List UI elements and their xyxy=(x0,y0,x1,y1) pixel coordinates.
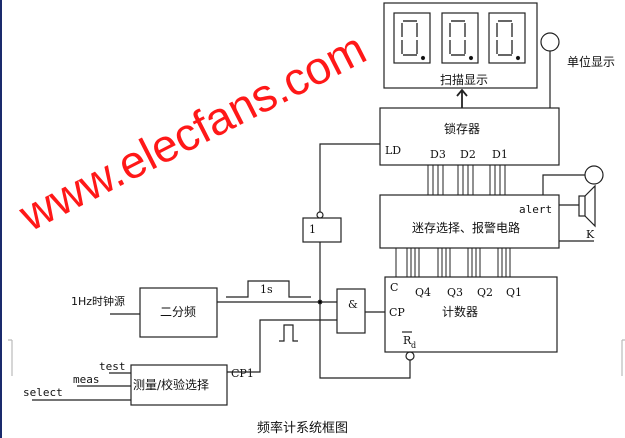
seven-segment-digit xyxy=(393,12,431,64)
d2-pin: D2 xyxy=(460,148,476,161)
k-label: K xyxy=(586,228,595,241)
inverter-block xyxy=(302,217,342,243)
cp1-label: CP1 xyxy=(231,367,254,380)
seven-segment-digit xyxy=(441,12,479,64)
q1-pin: Q1 xyxy=(506,286,522,299)
q4-pin: Q4 xyxy=(415,286,431,299)
cp-pin: CP xyxy=(389,306,405,319)
inverter-label: 1 xyxy=(309,223,316,236)
diagram-caption: 频率计系统框图 xyxy=(257,420,348,436)
alert-block: alert 迷存选择、报警电路 xyxy=(379,194,560,249)
select-label: select xyxy=(23,386,63,399)
q2-pin: Q2 xyxy=(477,286,493,299)
latch-block: 锁存器 LD D3 D2 D1 xyxy=(379,107,560,166)
alert-label: 迷存选择、报警电路 xyxy=(412,220,520,235)
alarm-lamp-icon xyxy=(584,165,604,185)
cp1-pulse-icon xyxy=(279,324,298,342)
rd-pin: R xyxy=(403,334,412,347)
d1-pin: D1 xyxy=(492,148,508,161)
display-label: 扫描显示 xyxy=(440,73,488,87)
counter-block: C Q4 Q3 Q2 Q1 CP 计数器 R d xyxy=(384,276,558,353)
ld-pin: LD xyxy=(385,144,401,157)
unit-display-label: 单位显示 xyxy=(567,54,615,69)
watermark: www.elecfans.com xyxy=(10,22,374,242)
test-label: test xyxy=(99,360,126,373)
scan-display-block: 扫描显示 xyxy=(383,2,538,89)
divider-block xyxy=(139,287,218,338)
counter-label: 计数器 xyxy=(442,304,478,319)
latch-label: 锁存器 xyxy=(444,121,480,136)
and-label: & xyxy=(348,298,358,311)
seven-segment-digit xyxy=(488,12,526,64)
selector-label: 测量/校验选择 xyxy=(133,377,209,392)
alert-pin: alert xyxy=(519,203,552,216)
c-pin: C xyxy=(390,281,398,294)
selector-block xyxy=(130,364,228,406)
and-gate xyxy=(336,288,366,334)
clock-source-label: 1Hz时钟源 xyxy=(71,294,125,308)
speaker-icon xyxy=(578,184,596,228)
rd-subscript: d xyxy=(411,341,416,350)
pulse-label: 1s xyxy=(260,283,273,296)
meas-label: meas xyxy=(73,373,100,386)
q3-pin: Q3 xyxy=(447,286,463,299)
divider-label: 二分频 xyxy=(160,305,196,319)
unit-indicator-icon xyxy=(540,32,560,52)
1s-pulse-icon xyxy=(226,280,311,298)
d3-pin: D3 xyxy=(430,148,446,161)
